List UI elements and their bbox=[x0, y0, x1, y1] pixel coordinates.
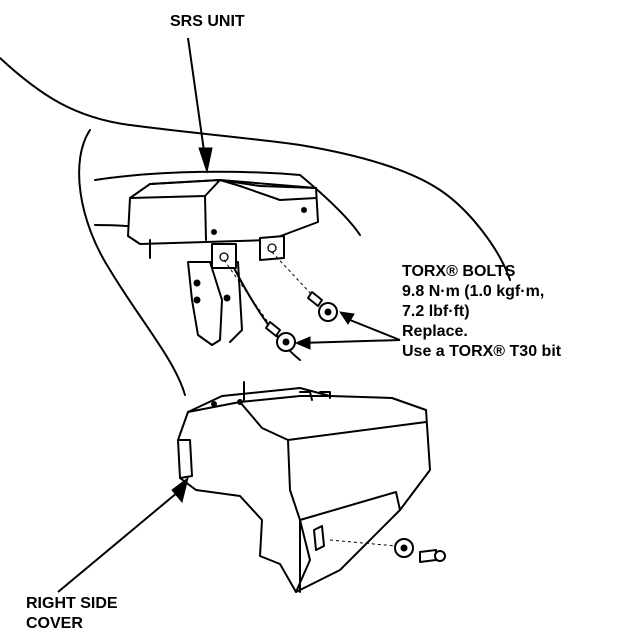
torx-bolt-upper bbox=[307, 291, 338, 322]
cover-screw bbox=[329, 538, 446, 563]
torx-bolts-title: TORX® BOLTS bbox=[402, 263, 516, 280]
torx-torque-imperial: 7.2 lbf·ft) bbox=[402, 303, 470, 320]
dashboard-outline bbox=[0, 57, 511, 396]
torx-bolts-callout: TORX® BOLTS 9.8 N·m (1.0 kgf·m, 7.2 lbf·… bbox=[402, 262, 561, 362]
torx-replace-note: Replace. bbox=[402, 323, 468, 340]
right-side-cover-label: RIGHT SIDE COVER bbox=[26, 594, 118, 634]
torx-bolt-lower bbox=[265, 321, 296, 352]
srs-unit-box bbox=[127, 179, 319, 269]
right-side-cover-line2: COVER bbox=[26, 615, 83, 632]
srs-unit-label: SRS UNIT bbox=[170, 13, 245, 30]
cover-leader bbox=[57, 476, 189, 593]
right-side-cover bbox=[177, 381, 431, 593]
mounting-bracket bbox=[187, 261, 243, 346]
srs-unit-leader bbox=[187, 37, 213, 174]
right-side-cover-line1: RIGHT SIDE bbox=[26, 595, 118, 612]
torx-torque-metric: 9.8 N·m (1.0 kgf·m, bbox=[402, 283, 545, 300]
torx-bit-note: Use a TORX® T30 bit bbox=[402, 343, 562, 360]
torx-bolt-leaders bbox=[294, 311, 401, 350]
